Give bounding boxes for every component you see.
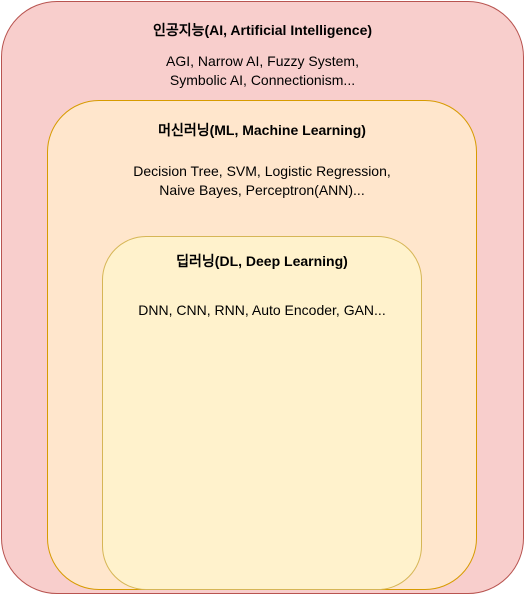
ai-description-line: AGI, Narrow AI, Fuzzy System,: [166, 53, 359, 69]
ai-title: 인공지능(AI, Artificial Intelligence): [152, 22, 373, 38]
ml-description-line: Naive Bayes, Perceptron(ANN)...: [159, 182, 365, 198]
ml-description-line: Decision Tree, SVM, Logistic Regression,: [133, 163, 391, 179]
dl-title: 딥러닝(DL, Deep Learning): [176, 253, 348, 269]
ai-description: AGI, Narrow AI, Fuzzy System, Symbolic A…: [2, 52, 523, 90]
ml-title: 머신러닝(ML, Machine Learning): [158, 122, 366, 138]
ai-description-line: Symbolic AI, Connectionism...: [169, 72, 356, 88]
ml-description: Decision Tree, SVM, Logistic Regression,…: [48, 162, 476, 200]
dl-description-line: DNN, CNN, RNN, Auto Encoder, GAN...: [138, 302, 386, 318]
dl-description: DNN, CNN, RNN, Auto Encoder, GAN...: [103, 301, 421, 320]
dl-box: 딥러닝(DL, Deep Learning) DNN, CNN, RNN, Au…: [102, 236, 422, 590]
